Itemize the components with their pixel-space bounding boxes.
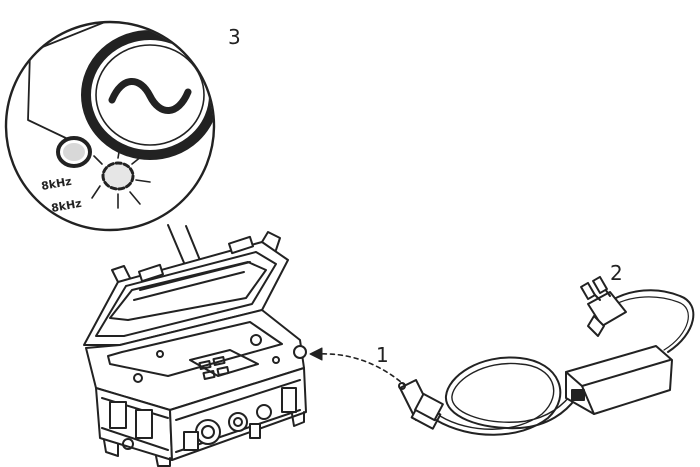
- charger-cable: [399, 358, 576, 435]
- mains-plug: [581, 277, 626, 336]
- callout-3: 3: [228, 25, 241, 49]
- dc-plug: [399, 380, 443, 429]
- callout-2: 2: [610, 261, 623, 285]
- led-blinking-icon: [103, 163, 133, 189]
- insertion-arrow: [310, 348, 412, 392]
- magnified-detail: 8kHz 8kHz: [6, 20, 214, 230]
- transmitter-case: [84, 232, 306, 466]
- callout-1: 1: [376, 343, 389, 367]
- power-supply: [566, 290, 693, 414]
